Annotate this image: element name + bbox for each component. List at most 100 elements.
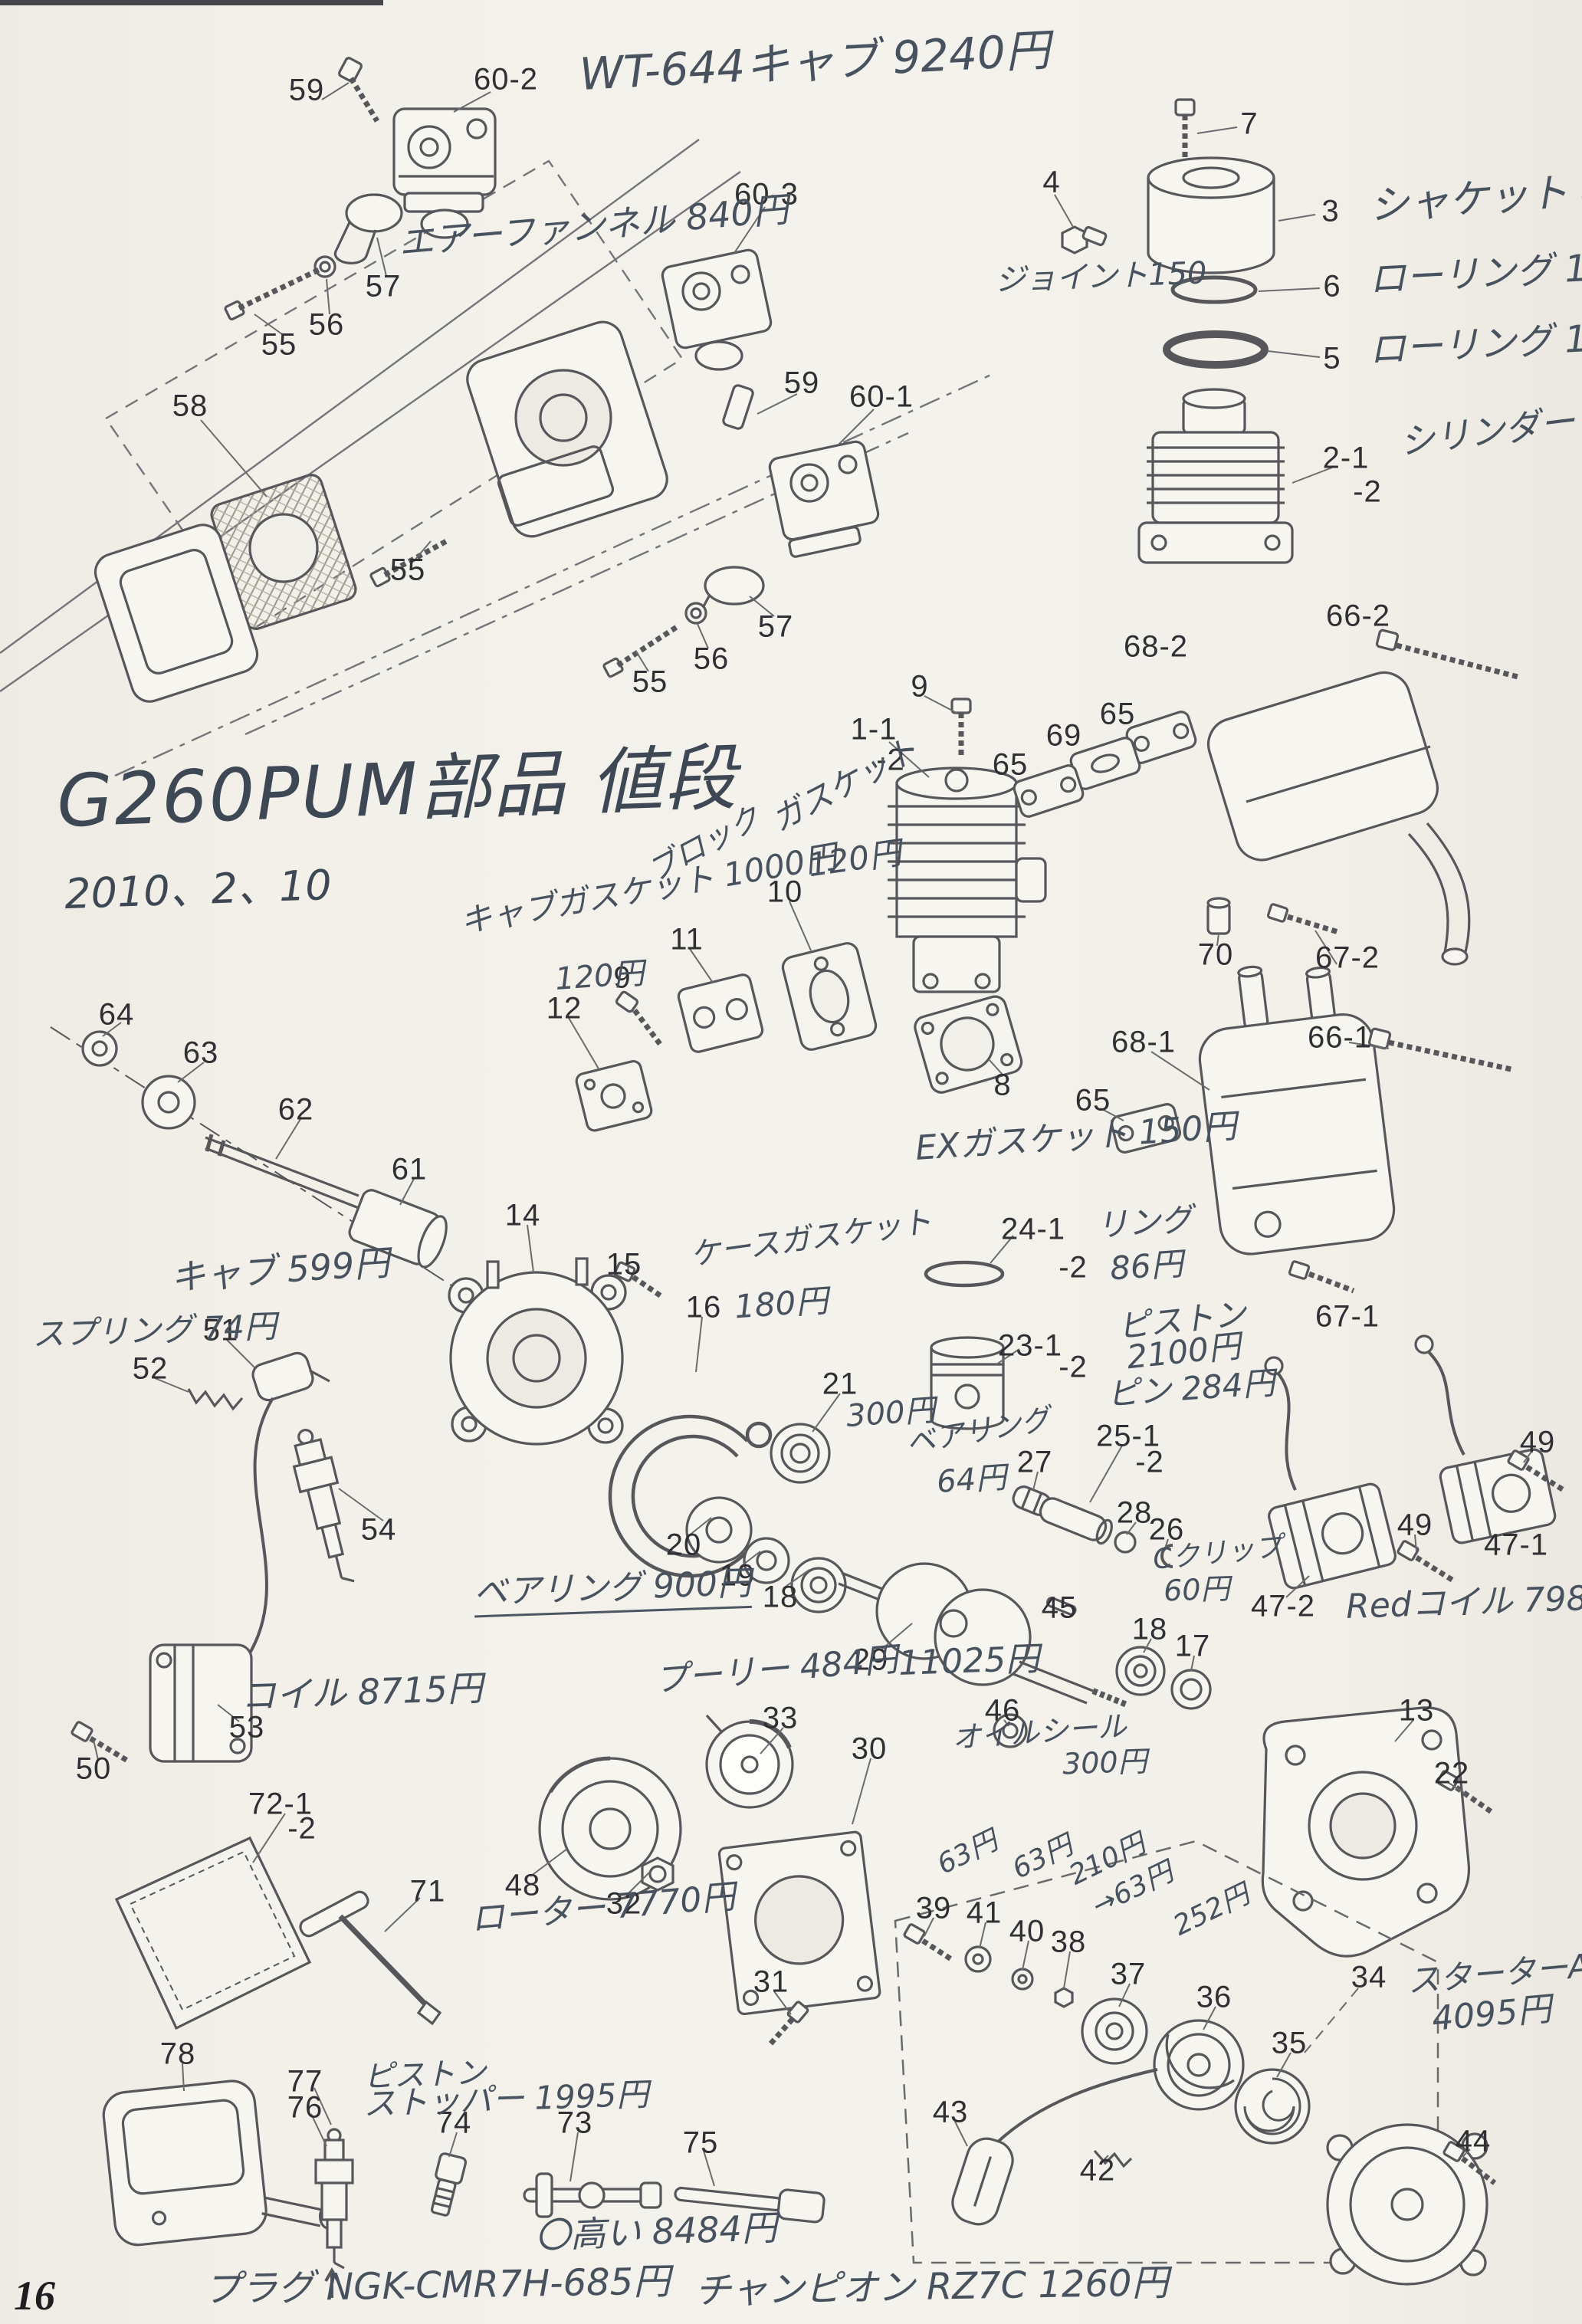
handwritten-note: 〇高い 8484円 [534, 2206, 778, 2257]
handwritten-note: 252円 [1168, 1878, 1255, 1942]
callout-number: 56 [308, 307, 345, 342]
page-date: 2010、2、10 [64, 860, 333, 919]
handwritten-note: プラグ NGK-CMR7H-685円 [203, 2260, 671, 2311]
piston-pin-25-drawing [1039, 1497, 1113, 1545]
callout-number: -2 [1058, 1250, 1088, 1285]
callout-number: 36 [1196, 1980, 1232, 2014]
callout-number: 60-2 [473, 62, 539, 97]
up-arrow [324, 2267, 340, 2298]
callout-number: 45 [1041, 1590, 1078, 1625]
callout-number: 76 [287, 2090, 323, 2125]
nut-32-drawing [641, 1856, 674, 1892]
callout-number: 55 [389, 553, 426, 587]
ignition-coil-53-drawing [149, 1397, 274, 1763]
handwritten-note: 11025円 [898, 1639, 1040, 1683]
callout-number: 2-1 [1322, 441, 1370, 475]
callout-number: 43 [932, 2095, 969, 2129]
handwritten-note: シリンダー 8610円 [1397, 383, 1582, 463]
callout-number: 18 [1131, 1612, 1168, 1646]
callout-number: 59 [783, 366, 820, 400]
starter-handle-43-drawing [951, 2068, 1158, 2226]
recoil-spring-35-drawing [1234, 2068, 1311, 2145]
starter-assembly-outline [894, 1840, 1439, 2264]
backing-plate-30-drawing [717, 1830, 881, 2016]
callout-number: 46 [984, 1693, 1021, 1728]
handwritten-note: ケースガスケット [688, 1203, 934, 1273]
callout-number: 59 [288, 73, 325, 107]
callout-number: -2 [1135, 1445, 1164, 1479]
starter-hardware-drawing [903, 1923, 1148, 2065]
callout-number: 14 [504, 1198, 541, 1233]
callout-number: 47-1 [1483, 1528, 1549, 1562]
o-ring-5-drawing [1163, 330, 1269, 369]
air-funnel-57-drawing [224, 193, 403, 321]
oil-seal-17-drawing [1170, 1669, 1212, 1710]
callout-number: 40 [1009, 1914, 1045, 1948]
callout-number: 68-2 [1123, 629, 1189, 664]
callout-number: 21 [822, 1367, 858, 1401]
callout-number: 15 [606, 1247, 642, 1282]
handwritten-note: 64円 [935, 1459, 1008, 1500]
handwritten-note: ローリング 150円 [1367, 313, 1582, 372]
callout-number: 27 [1016, 1445, 1053, 1479]
callout-number: 55 [632, 665, 668, 699]
crank-end-parts-drawing [50, 1026, 487, 1308]
callout-number: 66-2 [1325, 599, 1391, 633]
muffler-68-1-drawing [1110, 965, 1515, 1294]
callout-number: 13 [1398, 1693, 1435, 1728]
callout-number: 69 [1045, 718, 1082, 753]
callout-number: 42 [1079, 2153, 1116, 2188]
callout-number: 4 [1042, 165, 1061, 199]
scan-edge-artifact [0, 0, 383, 5]
callout-number: 54 [360, 1512, 397, 1547]
crankcase-13-drawing [1261, 1706, 1471, 1958]
callout-number: 8 [993, 1068, 1012, 1102]
callout-number: 31 [753, 1965, 789, 1999]
callout-number: 10 [766, 875, 803, 909]
bolt-7-drawing [1174, 98, 1196, 159]
gasket-8-drawing [914, 995, 1023, 1094]
callout-number: 55 [261, 327, 297, 362]
callout-number: 34 [1351, 1960, 1387, 1994]
bolt-44-drawing [1443, 2141, 1497, 2185]
callout-number: 9 [613, 960, 632, 995]
c-clip-26-drawing [1160, 1544, 1173, 1568]
handwritten-note: Redコイル 7980円 [1345, 1577, 1582, 1626]
callout-number: 50 [75, 1751, 112, 1786]
callout-number: -2 [287, 1811, 317, 1846]
callout-number: 60-1 [848, 379, 914, 414]
gasket-12-drawing [575, 1060, 653, 1132]
callout-number: 68-1 [1111, 1025, 1177, 1059]
spring-clip-42-drawing [1093, 2149, 1133, 2168]
washer-46-drawing [993, 1713, 1028, 1748]
handwritten-note: ガスケット [764, 730, 925, 839]
handwritten-note: 63円 [932, 1824, 1003, 1881]
handwritten-note: スプリング 74円 [31, 1307, 277, 1354]
air-filter-housing-58-drawing [94, 320, 668, 703]
callout-number: 3 [1321, 194, 1340, 228]
callout-number: 20 [665, 1528, 702, 1562]
ignition-coil-47-2-drawing [1264, 1356, 1397, 1590]
callout-number: 56 [693, 642, 730, 676]
callout-number: 75 [682, 2125, 719, 2160]
bearing-18b-drawing [1115, 1646, 1166, 1696]
callout-number: 33 [762, 1701, 799, 1735]
callout-number: 44 [1455, 2124, 1492, 2158]
callout-number: 71 [409, 1874, 446, 1909]
callout-number: 35 [1271, 2026, 1308, 2060]
leader-lines [93, 82, 1532, 2187]
handwritten-note: 86円 [1108, 1244, 1185, 1288]
callout-number: 6 [1323, 269, 1341, 304]
handwritten-note: プーリー 484円 [653, 1640, 900, 1700]
callout-number: 18 [762, 1580, 799, 1614]
callout-number: 61 [391, 1152, 428, 1187]
callout-number: 51 [202, 1313, 239, 1347]
callout-number: -2 [876, 743, 905, 777]
callout-number: 57 [365, 269, 402, 304]
bolt-9b-drawing [615, 990, 665, 1049]
callout-number: 30 [851, 1732, 888, 1766]
callout-number: 26 [1148, 1512, 1185, 1547]
